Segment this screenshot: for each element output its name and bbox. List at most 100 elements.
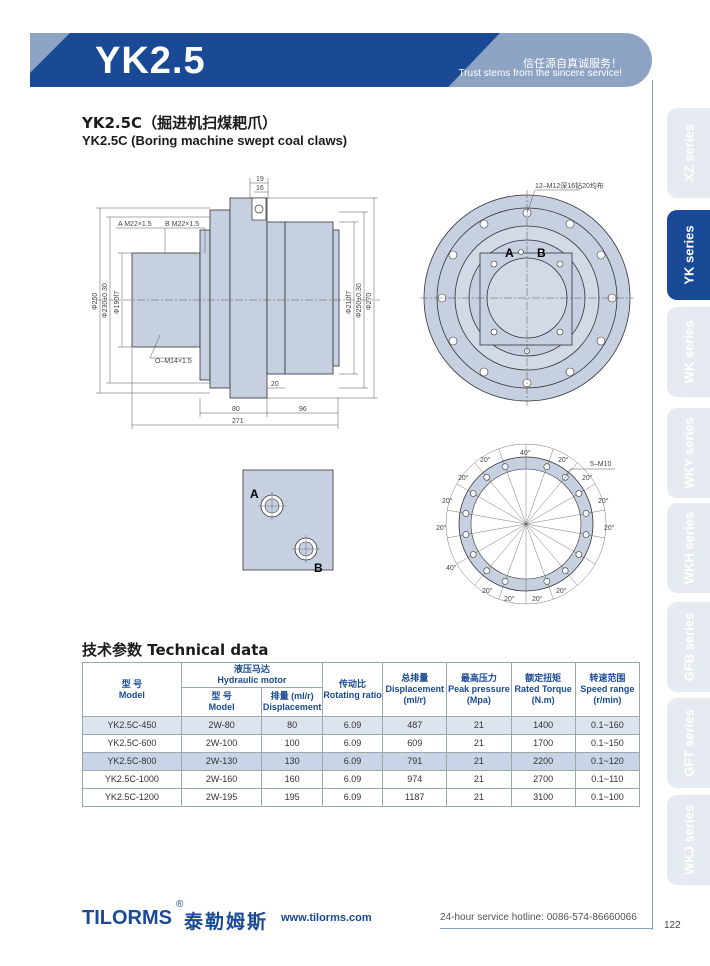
tab-gfb-series[interactable]: GFB series <box>667 602 710 692</box>
angle-label: 20° <box>504 595 515 603</box>
dim-label: 271 <box>232 418 244 425</box>
bolt-hole <box>462 531 470 538</box>
service-hotline: 24-hour service hotline: 0086-574-866600… <box>440 912 637 923</box>
angle-label: 20° <box>442 497 453 505</box>
dim-label: Φ230±0.30 <box>102 283 109 318</box>
port-a-marker: A <box>505 246 514 260</box>
spoke-line <box>525 483 596 525</box>
angle-label: 40° <box>446 564 457 572</box>
tab-yk-series[interactable]: YK series <box>667 210 710 300</box>
angle-label: 20° <box>556 587 567 595</box>
bolt-hole <box>561 567 569 575</box>
brand-logo: TILORMS <box>82 907 172 929</box>
angle-label: 20° <box>604 524 615 532</box>
spoke-line <box>447 523 527 539</box>
registered-mark: ® <box>176 899 184 910</box>
angle-label: 20° <box>436 524 447 532</box>
slogan-cn: 信任源自真诚服务！ <box>523 57 622 70</box>
bolt-hole <box>501 463 509 470</box>
spoke-line <box>525 523 605 539</box>
dim-label: Φ270 <box>366 293 373 310</box>
bolt-hole <box>462 510 470 517</box>
dim-label: Φ190f7 <box>114 291 121 314</box>
spoke-line <box>456 523 527 565</box>
bolt-hole <box>575 551 583 558</box>
angle-label: 20° <box>598 497 609 505</box>
product-title-cn: YK2.5C（掘进机扫煤耙爪） <box>82 114 278 132</box>
brand-logo-cn: 泰勒姆斯 <box>184 911 269 933</box>
tab-wkj-series[interactable]: WKJ series <box>667 795 710 885</box>
plate-port-b: B <box>314 561 323 575</box>
dim-label: 19 <box>256 176 264 183</box>
bolt-hole <box>501 578 509 585</box>
port-b-marker: B <box>537 246 546 260</box>
port-b-label: B M22×1.5 <box>165 221 199 228</box>
bolt-hole <box>582 510 590 517</box>
dim-label: 96 <box>299 406 307 413</box>
dim-label: Φ250±0.30 <box>356 283 363 318</box>
spoke-line <box>525 448 554 525</box>
bolt-hole <box>543 578 551 585</box>
dim-label: 80 <box>232 406 240 413</box>
bolt-hole <box>469 551 477 558</box>
product-title-en: YK2.5C (Boring machine swept coal claws) <box>82 133 348 148</box>
page-number: 122 <box>664 920 681 931</box>
oil-port-label: O–M14×1.5 <box>155 358 192 365</box>
tab-wky-series[interactable]: WKY series <box>667 408 710 498</box>
plate-port-a: A <box>250 487 259 501</box>
bolt-hole <box>469 490 477 497</box>
tab-gft-series[interactable]: GFT series <box>667 698 710 788</box>
spoke-line <box>525 523 578 586</box>
angle-label: 20° <box>458 474 469 482</box>
angle-label: 40° <box>520 449 531 457</box>
divider <box>652 80 653 930</box>
spoke-line <box>498 523 527 600</box>
col-motor-displacement: 排量 (ml/r)Displacement <box>261 687 323 717</box>
spoke-line <box>498 448 527 525</box>
bolt-hole <box>582 531 590 538</box>
dim-label: 20 <box>271 381 279 388</box>
dim-label: 16 <box>256 185 264 192</box>
slogan-en: Trust stems from the sincere service! <box>458 68 622 79</box>
spoke-line <box>525 523 554 600</box>
angle-label: 20° <box>482 587 493 595</box>
holes-note: 12–M12深16钻20均布 <box>535 181 604 190</box>
angle-label: 20° <box>558 456 569 464</box>
port-a-label: A M22×1.5 <box>118 221 152 228</box>
tab-wkh-series[interactable]: WKH series <box>667 503 710 593</box>
spoke-line <box>447 509 527 525</box>
tech-data-title: 技术参数 Technical data <box>82 641 269 659</box>
website-link[interactable]: www.tilorms.com <box>281 912 372 924</box>
dim-label: Φ250 <box>92 293 99 310</box>
angle-label: 20° <box>532 595 543 603</box>
dim-label: Φ210f7 <box>346 291 353 314</box>
bolt-hole <box>575 490 583 497</box>
angle-label: 20° <box>582 474 593 482</box>
page-title: YK2.5 <box>95 40 206 82</box>
bolt-hole <box>483 567 491 575</box>
header-banner <box>30 33 500 87</box>
tab-xz-series[interactable]: XZ series <box>667 108 710 198</box>
tab-wk-series[interactable]: WK series <box>667 307 710 397</box>
spoke-line <box>525 462 578 525</box>
spoke-line <box>474 462 527 525</box>
angle-label: 20° <box>480 456 491 464</box>
spoke-line <box>525 509 605 525</box>
